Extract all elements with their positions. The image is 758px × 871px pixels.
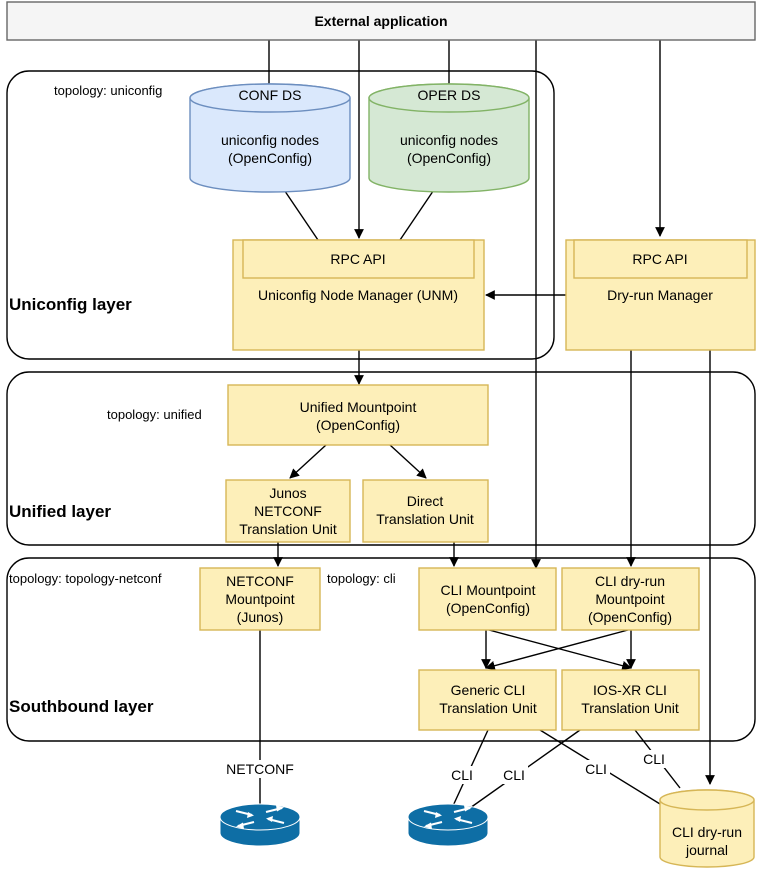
iosxr-cli-tu-line2: Translation Unit <box>581 700 679 716</box>
svg-text:CLI: CLI <box>503 767 525 783</box>
unified-mountpoint: Unified Mountpoint (OpenConfig) <box>227 384 489 446</box>
conf-ds-title: CONF DS <box>239 87 302 103</box>
svg-text:CLI: CLI <box>451 767 473 783</box>
svg-text:NETCONF: NETCONF <box>226 761 294 777</box>
journal-line1: CLI dry-run <box>672 824 742 840</box>
topology-cli-label: topology: cli <box>327 571 396 586</box>
netconf-mountpoint-line3: (Junos) <box>237 609 284 625</box>
southbound-layer-title: Southbound layer <box>9 697 154 716</box>
oper-ds-line1: uniconfig nodes <box>400 132 498 148</box>
oper-ds-cylinder: OPER DS uniconfig nodes (OpenConfig) <box>368 83 530 193</box>
cli-mountpoint: CLI Mountpoint (OpenConfig) <box>418 567 557 631</box>
southbound-layer <box>6 557 756 742</box>
svg-text:CLI: CLI <box>585 761 607 777</box>
dry-run-rpc-api: RPC API <box>632 251 687 267</box>
generic-cli-tu-line2: Translation Unit <box>439 700 537 716</box>
unified-mountpoint-line2: (OpenConfig) <box>316 417 400 433</box>
topology-uniconfig-label: topology: uniconfig <box>54 83 162 98</box>
generic-cli-translation-unit: Generic CLI Translation Unit <box>418 669 557 731</box>
unified-mountpoint-line1: Unified Mountpoint <box>300 399 417 415</box>
cli-dry-run-journal: CLI dry-run journal <box>659 789 755 868</box>
conf-ds-line2: (OpenConfig) <box>228 150 312 166</box>
generic-cli-tu-line1: Generic CLI <box>451 682 526 698</box>
direct-tu-line2: Translation Unit <box>376 511 474 527</box>
cli-dryrun-mountpoint-line1: CLI dry-run <box>595 573 665 589</box>
topology-unified-label: topology: unified <box>107 407 202 422</box>
conf-ds-cylinder: CONF DS uniconfig nodes (OpenConfig) <box>189 83 351 193</box>
netconf-mountpoint: NETCONF Mountpoint (Junos) <box>199 567 321 631</box>
netconf-mountpoint-line1: NETCONF <box>226 573 294 589</box>
dry-run-manager-label: Dry-run Manager <box>607 287 713 303</box>
unified-layer-title: Unified layer <box>9 502 111 521</box>
journal-line2: journal <box>685 842 728 858</box>
unm-label: Uniconfig Node Manager (UNM) <box>258 287 458 303</box>
svg-text:CLI: CLI <box>643 751 665 767</box>
uniconfig-layer <box>6 70 555 360</box>
netconf-edge-label: NETCONF <box>218 760 302 778</box>
cli-mountpoint-line2: (OpenConfig) <box>446 600 530 616</box>
cli-dry-run-mountpoint: CLI dry-run Mountpoint (OpenConfig) <box>561 567 700 631</box>
cli-edge-label: CLI <box>582 760 610 778</box>
oper-ds-line2: (OpenConfig) <box>407 150 491 166</box>
iosxr-cli-translation-unit: IOS-XR CLI Translation Unit <box>561 669 700 731</box>
cli-mountpoint-line1: CLI Mountpoint <box>441 582 536 598</box>
uniconfig-layer-title: Uniconfig layer <box>9 295 132 314</box>
netconf-mountpoint-line2: Mountpoint <box>225 591 294 607</box>
direct-translation-unit: Direct Translation Unit <box>362 479 489 543</box>
junos-tu-line2: NETCONF <box>254 503 322 519</box>
uniconfig-node-manager: RPC API Uniconfig Node Manager (UNM) <box>232 239 485 351</box>
unified-layer <box>6 371 756 546</box>
junos-netconf-translation-unit: Junos NETCONF Translation Unit <box>225 479 351 543</box>
direct-tu-line1: Direct <box>407 493 444 509</box>
iosxr-cli-tu-line1: IOS-XR CLI <box>593 682 667 698</box>
cli-dryrun-mountpoint-line2: Mountpoint <box>595 591 664 607</box>
cli-edge-label: CLI <box>448 766 476 784</box>
router-icon <box>219 803 301 847</box>
cli-edge-label: CLI <box>640 750 668 768</box>
external-application-label: External application <box>314 13 447 29</box>
junos-tu-line1: Junos <box>269 485 306 501</box>
external-application: External application <box>6 1 756 41</box>
router-icon <box>407 803 489 847</box>
cli-edge-label: CLI <box>500 766 528 784</box>
dry-run-manager: RPC API Dry-run Manager <box>565 239 756 351</box>
cli-dryrun-mountpoint-line3: (OpenConfig) <box>588 609 672 625</box>
unm-rpc-api: RPC API <box>330 251 385 267</box>
oper-ds-title: OPER DS <box>417 87 480 103</box>
conf-ds-line1: uniconfig nodes <box>221 132 319 148</box>
topology-netconf-label: topology: topology-netconf <box>9 571 162 586</box>
junos-tu-line3: Translation Unit <box>239 521 337 537</box>
